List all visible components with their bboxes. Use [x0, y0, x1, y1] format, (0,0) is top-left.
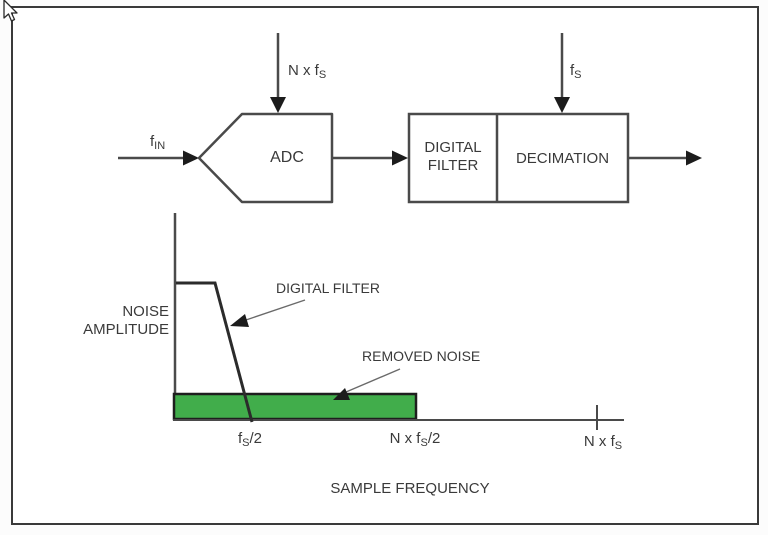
adc-clock-base: N x f [288, 62, 319, 79]
removed-noise-area [172, 392, 418, 421]
tick-fs2-base: f [237, 430, 243, 447]
tick-nxfs2-sub: S [420, 437, 428, 449]
decimation-clock-label: fS [570, 62, 582, 81]
cursor-icon [3, 0, 18, 22]
input-arrowhead-icon [183, 150, 199, 166]
decimation-clock-base: f [570, 62, 575, 79]
decimation-block-label: DECIMATION [515, 150, 610, 167]
input-frequency-label: fIN [150, 133, 165, 152]
digital-filter-line2: FILTER [427, 157, 479, 174]
adc-label: ADC [270, 149, 304, 166]
tick-nxfs-sub: S [614, 440, 623, 452]
adc-clock-label: N x fS [288, 62, 326, 81]
digital-filter-block-label: DIGITAL FILTER [409, 139, 497, 175]
digital-filter-line1: DIGITAL [424, 139, 482, 156]
input-frequency-base: f [150, 133, 155, 150]
y-axis-label: NOISE AMPLITUDE [55, 303, 169, 339]
digital-filter-pointer-line [242, 299, 306, 322]
tick-fs2-suffix: /2 [249, 430, 263, 447]
removed-noise-pointer-line [345, 368, 401, 393]
decimation-clock-sub: S [574, 69, 582, 81]
tick-nxfs2-suffix: /2 [427, 430, 441, 447]
adc-clock-sub: S [318, 69, 327, 81]
output-arrowhead-icon [686, 150, 702, 166]
removed-noise-annotation: REMOVED NOISE [362, 348, 481, 364]
decimation-clock-arrowhead-icon [554, 97, 570, 113]
digital-filter-curve [176, 281, 254, 423]
y-axis-label-line2: AMPLITUDE [83, 321, 169, 338]
tick-label-nxfs2: N x fS/2 [375, 430, 455, 449]
tick-nxfs2-base: N x f [389, 430, 421, 447]
adc-clock-arrowhead-icon [270, 97, 286, 113]
digital-filter-annotation: DIGITAL FILTER [276, 280, 380, 296]
tick-label-fs2: fS/2 [220, 430, 280, 449]
adc-to-filter-arrowhead-icon [392, 150, 408, 166]
tick-nxfs-base: N x f [583, 433, 615, 450]
digital-filter-arrowhead-icon [230, 314, 249, 327]
y-axis-label-line1: NOISE [122, 303, 169, 320]
figure-border [11, 6, 759, 525]
input-frequency-sub: IN [154, 140, 166, 152]
removed-noise-arrowhead-icon [333, 388, 350, 400]
x-axis-label: SAMPLE FREQUENCY [330, 480, 490, 497]
tick-label-nxfs: N x fS [567, 433, 639, 452]
tick-fs2-sub: S [242, 437, 250, 449]
